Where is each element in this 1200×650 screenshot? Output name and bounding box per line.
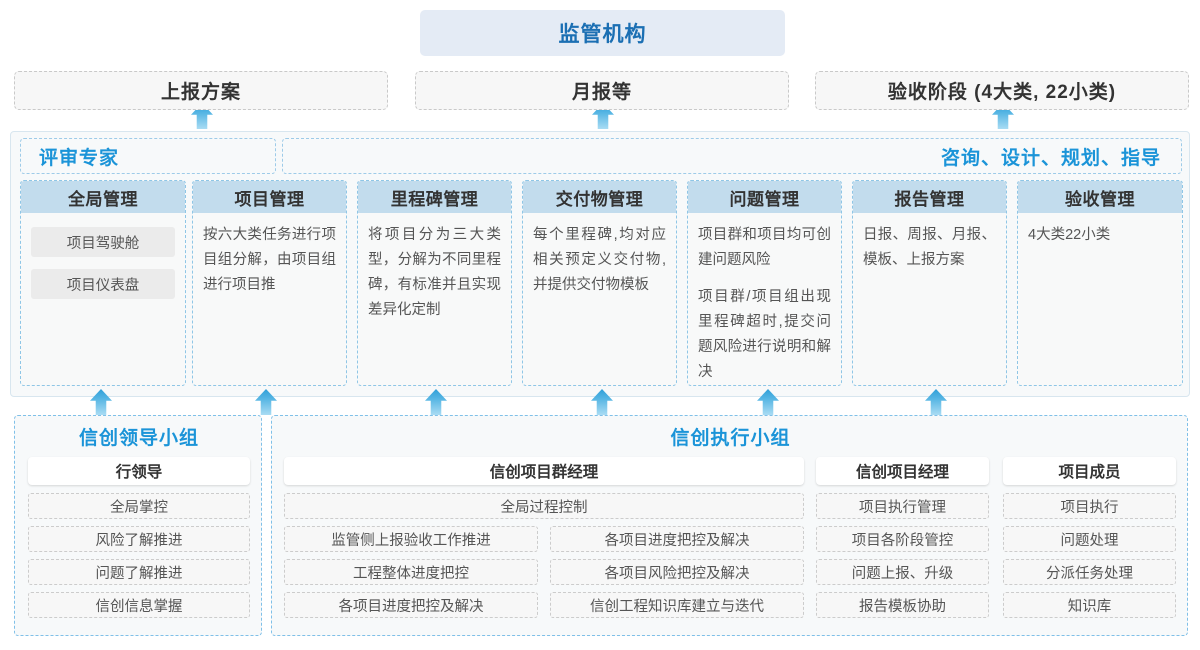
leadership-item[interactable]: 全局掌控 xyxy=(28,493,250,519)
card-text: 4大类22小类 xyxy=(1028,227,1111,243)
card-text: 按六大类任务进行项目组分解，由项目组进行项目推 xyxy=(203,227,336,293)
project-member-item[interactable]: 分派任务处理 xyxy=(1003,559,1176,585)
project-manager-item[interactable]: 问题上报、升级 xyxy=(816,559,989,585)
leadership-item[interactable]: 信创信息掌握 xyxy=(28,592,250,618)
program-manager-wide-item[interactable]: 全局过程控制 xyxy=(284,493,804,519)
card-body: 4大类22小类 xyxy=(1018,213,1182,248)
report-box-monthly-label: 月报等 xyxy=(571,82,632,103)
report-box-plan-label: 上报方案 xyxy=(160,82,241,103)
leadership-group-title: 信创领导小组 xyxy=(78,428,199,449)
card-project-management[interactable]: 项目管理 按六大类任务进行项目组分解，由项目组进行项目推 xyxy=(192,180,347,386)
project-manager-item[interactable]: 报告模板协助 xyxy=(816,592,989,618)
execution-group-panel: 信创执行小组 信创项目群经理 全局过程控制 监管侧上报验收工作推进 工程整体进度… xyxy=(271,415,1188,636)
report-box-acceptance: 验收阶段 (4大类, 22小类) xyxy=(815,71,1189,110)
card-title: 全局管理 xyxy=(21,181,185,213)
pill-item[interactable]: 项目仪表盘 xyxy=(31,269,175,299)
leadership-head[interactable]: 行领导 xyxy=(28,457,250,485)
legend-review-experts-label: 评审专家 xyxy=(39,147,120,169)
card-title: 交付物管理 xyxy=(523,181,676,213)
project-manager-item[interactable]: 项目各阶段管控 xyxy=(816,526,989,552)
leadership-group-panel: 信创领导小组 行领导 全局掌控 风险了解推进 问题了解推进 信创信息掌握 xyxy=(14,415,262,636)
legend-review-experts: 评审专家 xyxy=(20,138,276,174)
card-text: 日报、周报、月报、模板、上报方案 xyxy=(863,227,996,268)
card-text: 将项目分为三大类型，分解为不同里程碑，有标准并且实现差异化定制 xyxy=(368,227,501,318)
legend-consulting-label: 咨询、设计、规划、指导 xyxy=(940,147,1161,169)
project-manager-head[interactable]: 信创项目经理 xyxy=(816,457,989,485)
card-acceptance-management[interactable]: 验收管理 4大类22小类 xyxy=(1017,180,1183,386)
report-box-plan: 上报方案 xyxy=(14,71,388,110)
card-title: 问题管理 xyxy=(688,181,841,213)
card-issue-management[interactable]: 问题管理 项目群和项目均可创建问题风险 项目群/项目组出现里程碑超时,提交问题风… xyxy=(687,180,842,386)
pill-item[interactable]: 项目驾驶舱 xyxy=(31,227,175,257)
legend-consulting: 咨询、设计、规划、指导 xyxy=(282,138,1182,174)
report-box-acceptance-label: 验收阶段 (4大类, 22小类) xyxy=(887,82,1117,103)
project-member-item[interactable]: 知识库 xyxy=(1003,592,1176,618)
regulator-box: 监管机构 xyxy=(420,10,785,56)
program-manager-item[interactable]: 工程整体进度把控 xyxy=(284,559,538,585)
leadership-item[interactable]: 风险了解推进 xyxy=(28,526,250,552)
project-member-head[interactable]: 项目成员 xyxy=(1003,457,1176,485)
capability-panel: 评审专家 咨询、设计、规划、指导 全局管理 项目驾驶舱 项目仪表盘 项目管理 按… xyxy=(10,131,1190,397)
card-global-management[interactable]: 全局管理 项目驾驶舱 项目仪表盘 xyxy=(20,180,186,386)
card-body: 项目群和项目均可创建问题风险 项目群/项目组出现里程碑超时,提交问题风险进行说明… xyxy=(688,213,841,385)
card-text: 项目群和项目均可创建问题风险 xyxy=(698,227,831,268)
program-manager-item[interactable]: 各项目进度把控及解决 xyxy=(550,526,804,552)
leadership-item[interactable]: 问题了解推进 xyxy=(28,559,250,585)
program-manager-item[interactable]: 信创工程知识库建立与迭代 xyxy=(550,592,804,618)
project-member-item[interactable]: 项目执行 xyxy=(1003,493,1176,519)
project-manager-item[interactable]: 项目执行管理 xyxy=(816,493,989,519)
program-manager-item[interactable]: 各项目风险把控及解决 xyxy=(550,559,804,585)
card-body: 日报、周报、月报、模板、上报方案 xyxy=(853,213,1006,273)
program-manager-item[interactable]: 监管侧上报验收工作推进 xyxy=(284,526,538,552)
project-member-item[interactable]: 问题处理 xyxy=(1003,526,1176,552)
card-body: 将项目分为三大类型，分解为不同里程碑，有标准并且实现差异化定制 xyxy=(358,213,511,323)
program-manager-head[interactable]: 信创项目群经理 xyxy=(284,457,804,485)
card-title: 项目管理 xyxy=(193,181,346,213)
report-box-monthly: 月报等 xyxy=(415,71,789,110)
card-text: 项目群/项目组出现里程碑超时,提交问题风险进行说明和解决 xyxy=(698,289,831,380)
card-body: 每个里程碑,均对应相关预定义交付物,并提供交付物模板 xyxy=(523,213,676,298)
card-title: 报告管理 xyxy=(853,181,1006,213)
card-title: 里程碑管理 xyxy=(358,181,511,213)
program-manager-item[interactable]: 各项目进度把控及解决 xyxy=(284,592,538,618)
card-deliverable-management[interactable]: 交付物管理 每个里程碑,均对应相关预定义交付物,并提供交付物模板 xyxy=(522,180,677,386)
execution-group-title: 信创执行小组 xyxy=(670,428,791,449)
card-milestone-management[interactable]: 里程碑管理 将项目分为三大类型，分解为不同里程碑，有标准并且实现差异化定制 xyxy=(357,180,512,386)
card-body: 项目驾驶舱 项目仪表盘 xyxy=(21,213,185,299)
regulator-label: 监管机构 xyxy=(558,23,647,46)
card-text: 每个里程碑,均对应相关预定义交付物,并提供交付物模板 xyxy=(533,227,666,293)
card-report-management[interactable]: 报告管理 日报、周报、月报、模板、上报方案 xyxy=(852,180,1007,386)
card-body: 按六大类任务进行项目组分解，由项目组进行项目推 xyxy=(193,213,346,298)
card-title: 验收管理 xyxy=(1018,181,1182,213)
